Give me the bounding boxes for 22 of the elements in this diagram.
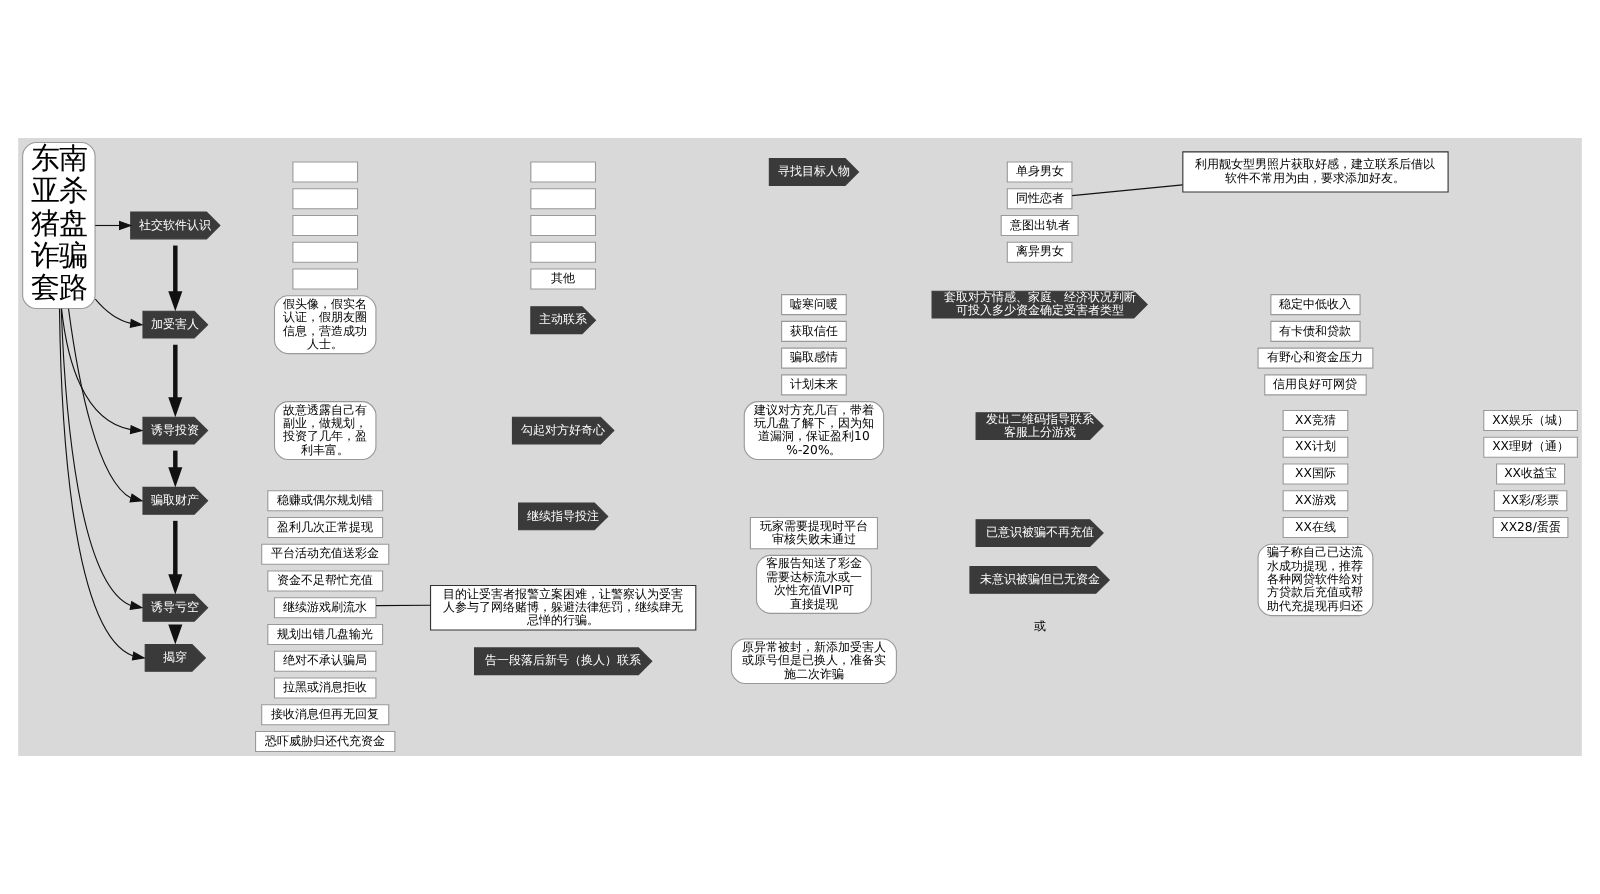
arrow [68,308,144,503]
node-box [292,214,359,237]
arrow [61,308,144,435]
arrow [94,298,144,328]
node-box [292,161,359,183]
arrow [60,308,144,611]
arrow [168,450,183,488]
arrow [168,520,183,595]
connector [1071,184,1184,197]
arrow [94,220,133,231]
arrow [168,344,183,418]
connector [375,604,431,607]
node-box [292,241,359,263]
node-box: 东南亚杀猪盘诈骗套路 [22,141,96,310]
node-box [530,161,597,183]
node-box [292,268,359,290]
arrow [58,308,146,661]
node-box [530,241,597,263]
arrow [168,245,183,312]
node-box [292,188,359,210]
node-box [530,188,597,210]
node-box [530,214,597,237]
